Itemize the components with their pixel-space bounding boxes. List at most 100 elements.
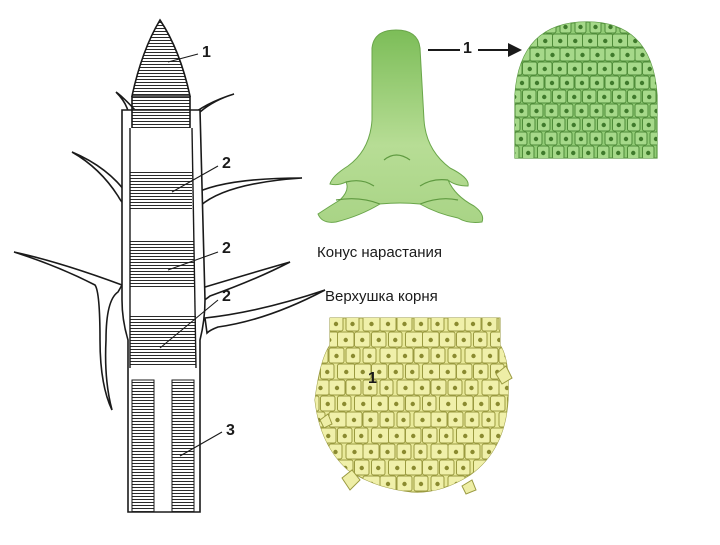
cell	[338, 492, 355, 507]
cell-nucleus	[386, 322, 390, 326]
cell	[499, 476, 513, 491]
cell	[304, 428, 321, 443]
cell-nucleus	[445, 466, 449, 470]
node-band-upper	[130, 170, 192, 210]
cell-nucleus	[333, 450, 337, 454]
cell-nucleus	[661, 151, 665, 155]
cell-nucleus	[527, 95, 531, 99]
cell	[643, 34, 659, 47]
node-band-lower	[130, 315, 196, 367]
leaf-mid-right	[190, 178, 302, 210]
cell-nucleus	[403, 386, 407, 390]
cell-nucleus	[543, 67, 547, 71]
cell-nucleus	[579, 109, 583, 113]
cell-nucleus	[662, 95, 666, 99]
cell	[312, 444, 326, 459]
stem-section	[14, 20, 325, 512]
cell-nucleus	[647, 95, 651, 99]
cell-nucleus	[470, 418, 474, 422]
cell-nucleus	[632, 123, 636, 127]
cell-nucleus	[445, 338, 449, 342]
label-root-tip: 1	[368, 370, 377, 388]
cell-nucleus	[535, 53, 539, 57]
cell-nucleus	[420, 418, 424, 422]
label-stem-apex: 1	[202, 44, 211, 62]
cell-nucleus	[512, 123, 516, 127]
cell	[312, 476, 327, 491]
cell-nucleus	[420, 386, 424, 390]
cell-nucleus	[608, 25, 612, 29]
cell-nucleus	[543, 39, 547, 43]
cell	[508, 460, 524, 475]
cell-nucleus	[624, 137, 628, 141]
cell	[508, 118, 521, 131]
cell-nucleus	[462, 498, 466, 502]
cell-nucleus	[588, 67, 592, 71]
cell-nucleus	[616, 151, 620, 155]
cell	[448, 476, 465, 491]
cell-nucleus	[327, 498, 331, 502]
cell-nucleus	[542, 95, 546, 99]
cell-nucleus	[351, 386, 355, 390]
cell-nucleus	[602, 123, 606, 127]
cell-nucleus	[609, 137, 613, 141]
cell-nucleus	[518, 25, 522, 29]
cell-nucleus	[526, 151, 530, 155]
cell-nucleus	[386, 482, 390, 486]
cell-nucleus	[479, 402, 483, 406]
cell-nucleus	[369, 450, 373, 454]
cell-nucleus	[452, 354, 456, 358]
cone-cell-detail	[508, 20, 674, 159]
cell-nucleus	[419, 354, 423, 358]
cell-nucleus	[480, 434, 484, 438]
cell	[372, 492, 387, 507]
cell-nucleus	[410, 370, 414, 374]
cell-nucleus	[618, 67, 622, 71]
cell-nucleus	[309, 402, 313, 406]
cell-nucleus	[378, 434, 382, 438]
cell-nucleus	[453, 418, 457, 422]
cell	[304, 332, 318, 347]
cell-nucleus	[478, 498, 482, 502]
cell	[423, 492, 440, 507]
growth-cone-body	[318, 30, 483, 223]
cell-nucleus	[603, 67, 607, 71]
cell-nucleus	[580, 81, 584, 85]
cell-nucleus	[640, 81, 644, 85]
cell	[508, 428, 523, 443]
cell	[650, 48, 665, 61]
cell-nucleus	[318, 386, 322, 390]
cell-nucleus	[580, 53, 584, 57]
cell-nucleus	[638, 25, 642, 29]
cell-nucleus	[573, 67, 577, 71]
cell-nucleus	[463, 402, 467, 406]
cell-nucleus	[588, 39, 592, 43]
cell-nucleus	[327, 466, 331, 470]
cell-nucleus	[595, 53, 599, 57]
cell-nucleus	[470, 450, 474, 454]
cell-nucleus	[402, 482, 406, 486]
cell-nucleus	[445, 498, 449, 502]
cell	[499, 444, 512, 459]
cell	[508, 62, 523, 75]
cell-nucleus	[653, 25, 657, 29]
cell-nucleus	[610, 81, 614, 85]
cell	[329, 476, 343, 491]
cell	[658, 118, 671, 131]
cell	[321, 332, 339, 347]
cell-nucleus	[361, 402, 365, 406]
cell-nucleus	[646, 151, 650, 155]
cell-nucleus	[624, 109, 628, 113]
cell-nucleus	[663, 39, 667, 43]
cell-nucleus	[469, 386, 473, 390]
cell-nucleus	[487, 322, 491, 326]
cell-nucleus	[344, 498, 348, 502]
cell-nucleus	[593, 25, 597, 29]
cell-nucleus	[446, 402, 450, 406]
cell-nucleus	[435, 322, 439, 326]
cell-nucleus	[663, 67, 667, 71]
cell	[482, 476, 497, 491]
cell-nucleus	[512, 402, 516, 406]
cell-nucleus	[534, 109, 538, 113]
cell	[321, 460, 338, 475]
